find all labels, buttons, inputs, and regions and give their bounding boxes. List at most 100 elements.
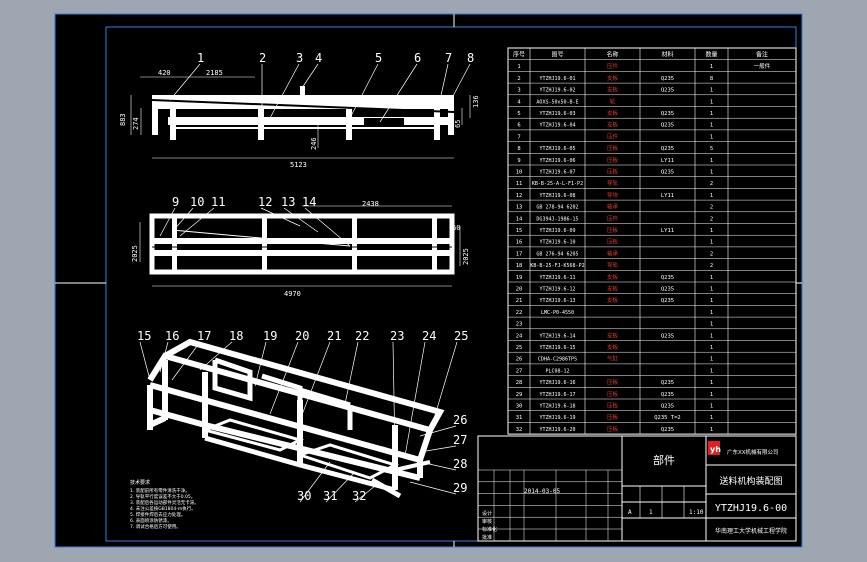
top-balloon-10: 10 bbox=[190, 195, 204, 209]
bom-cell: 5 bbox=[517, 111, 520, 117]
bom-cell: 1 bbox=[710, 322, 713, 328]
bom-cell: 1 bbox=[710, 64, 713, 70]
notes-line: 2. 导轨平行度误差不大于0.05。 bbox=[130, 493, 195, 500]
front-dim-5123: 5123 bbox=[290, 161, 307, 169]
company-logo-icon bbox=[708, 441, 720, 455]
bom-cell: 12 bbox=[516, 193, 523, 199]
bom-cell: 9 bbox=[517, 158, 520, 164]
bom-cell: YTZHJ19.6-06 bbox=[539, 158, 575, 164]
bom-cell: 1 bbox=[710, 158, 713, 164]
svg-text:yh: yh bbox=[710, 445, 721, 454]
notes-line: 5. 焊接件焊后去应力处理。 bbox=[130, 511, 185, 518]
front-balloon-3: 3 bbox=[296, 51, 303, 65]
bom-cell: 一般件 bbox=[754, 62, 771, 70]
bom-header: 备注 bbox=[756, 51, 768, 59]
bom-cell: 压板 bbox=[607, 144, 619, 152]
bom-cell: 压板 bbox=[607, 425, 619, 433]
bom-cell: YTZHJ19.6-15 bbox=[539, 345, 575, 351]
bom-cell: Q235 bbox=[661, 392, 674, 398]
bom-cell: 2 bbox=[710, 205, 713, 211]
bom-cell: 支板 bbox=[607, 121, 619, 129]
bom-cell: YTZHJ19.6-11 bbox=[539, 275, 575, 281]
iso-balloon-24: 24 bbox=[422, 329, 436, 343]
bom-cell: 13 bbox=[516, 205, 523, 211]
bom-cell: Q235 bbox=[661, 76, 674, 82]
bom-cell: Q235 bbox=[661, 427, 674, 433]
front-dim-65: 65 bbox=[454, 120, 462, 128]
iso-balloon-27: 27 bbox=[453, 433, 467, 447]
standardization-label: 标准化 bbox=[482, 526, 497, 533]
scale-value: 1:10 bbox=[689, 509, 704, 516]
bom-cell: YTZHJ19.6-01 bbox=[539, 76, 575, 82]
top-balloon-12: 12 bbox=[258, 195, 272, 209]
bom-cell: YTZHJ19.6-03 bbox=[539, 111, 575, 117]
front-dim-274: 274 bbox=[132, 117, 140, 130]
bom-cell: GB 276-94 6205 bbox=[536, 251, 578, 257]
bom-cell: Q235 bbox=[661, 275, 674, 281]
bom-cell: 1 bbox=[710, 134, 713, 140]
bom-cell: YTZHJ19.6-04 bbox=[539, 123, 575, 129]
part-name: 部件 bbox=[653, 453, 675, 467]
notes-line: 4. 未注公差按GB1804-m执行。 bbox=[130, 505, 196, 512]
bom-cell: 支板 bbox=[607, 273, 619, 281]
bom-cell: Q235 bbox=[661, 287, 674, 293]
notes-line: 6. 表面喷涂防锈漆。 bbox=[130, 517, 172, 524]
iso-balloon-29: 29 bbox=[453, 481, 467, 495]
bom-cell: 轮 bbox=[610, 97, 616, 105]
bom-cell: 2 bbox=[517, 76, 520, 82]
bom-cell: 28 bbox=[516, 380, 523, 386]
bom-cell: YTZHJ19.6-08 bbox=[539, 193, 575, 199]
bom-cell: 压板 bbox=[607, 402, 619, 410]
drawing-number: YTZHJ19.6-00 bbox=[715, 503, 787, 514]
bom-cell: 轴承 bbox=[607, 249, 619, 257]
bom-cell: 1 bbox=[710, 392, 713, 398]
drawing-title: 送料机构装配图 bbox=[719, 475, 782, 487]
bom-cell: 压板 bbox=[607, 226, 619, 234]
bom-cell: 2 bbox=[710, 216, 713, 222]
bom-cell: 1 bbox=[710, 298, 713, 304]
bom-cell: 21 bbox=[516, 298, 523, 304]
bom-cell: Q235 bbox=[661, 298, 674, 304]
bom-cell: 支板 bbox=[607, 109, 619, 117]
bom-cell: Q235 bbox=[661, 404, 674, 410]
isometric-view bbox=[147, 338, 445, 499]
bom-cell: 19 bbox=[516, 275, 523, 281]
iso-balloon-17: 17 bbox=[197, 329, 211, 343]
bom-cell: 1 bbox=[710, 275, 713, 281]
bom-header: 材料 bbox=[661, 51, 673, 59]
bom-cell: YTZHJ19.6-13 bbox=[539, 298, 575, 304]
top-dim-4970: 4970 bbox=[284, 290, 301, 298]
bom-cell: Q235 bbox=[661, 88, 674, 94]
bom-cell: 15 bbox=[516, 228, 523, 234]
bom-cell: YTZHJ19.6-02 bbox=[539, 88, 575, 94]
sheet-value: 1 bbox=[649, 509, 653, 516]
bom-cell: 8 bbox=[710, 76, 713, 82]
bom-cell: DG394J-1986-15 bbox=[536, 216, 578, 222]
bom-cell: 26 bbox=[516, 357, 523, 363]
notes-title: 技术要求 bbox=[130, 479, 150, 486]
bom-cell: Q235 bbox=[661, 170, 674, 176]
bom-cell: 1 bbox=[710, 99, 713, 105]
bom-cell: 1 bbox=[710, 427, 713, 433]
bom-cell: 1 bbox=[710, 123, 713, 129]
bom-cell: 11 bbox=[516, 181, 523, 187]
iso-balloon-15: 15 bbox=[137, 329, 151, 343]
bom-cell: 1 bbox=[710, 345, 713, 351]
front-view: 420 2185 883 274 246 5123 65 136 bbox=[119, 69, 480, 169]
bom-cell: Q235 bbox=[661, 333, 674, 339]
bom-cell: Q235 bbox=[661, 123, 674, 129]
bom-cell: 1 bbox=[710, 310, 713, 316]
top-dim-60: 60 bbox=[452, 224, 460, 232]
bom-cell: 支板 bbox=[607, 343, 619, 351]
bom-cell: 32 bbox=[516, 427, 523, 433]
front-balloon-7: 7 bbox=[445, 51, 452, 65]
bom-cell: 1 bbox=[710, 88, 713, 94]
bom-cell: 1 bbox=[710, 368, 713, 374]
bom-cell: 1 bbox=[710, 357, 713, 363]
front-balloon-4: 4 bbox=[315, 51, 322, 65]
